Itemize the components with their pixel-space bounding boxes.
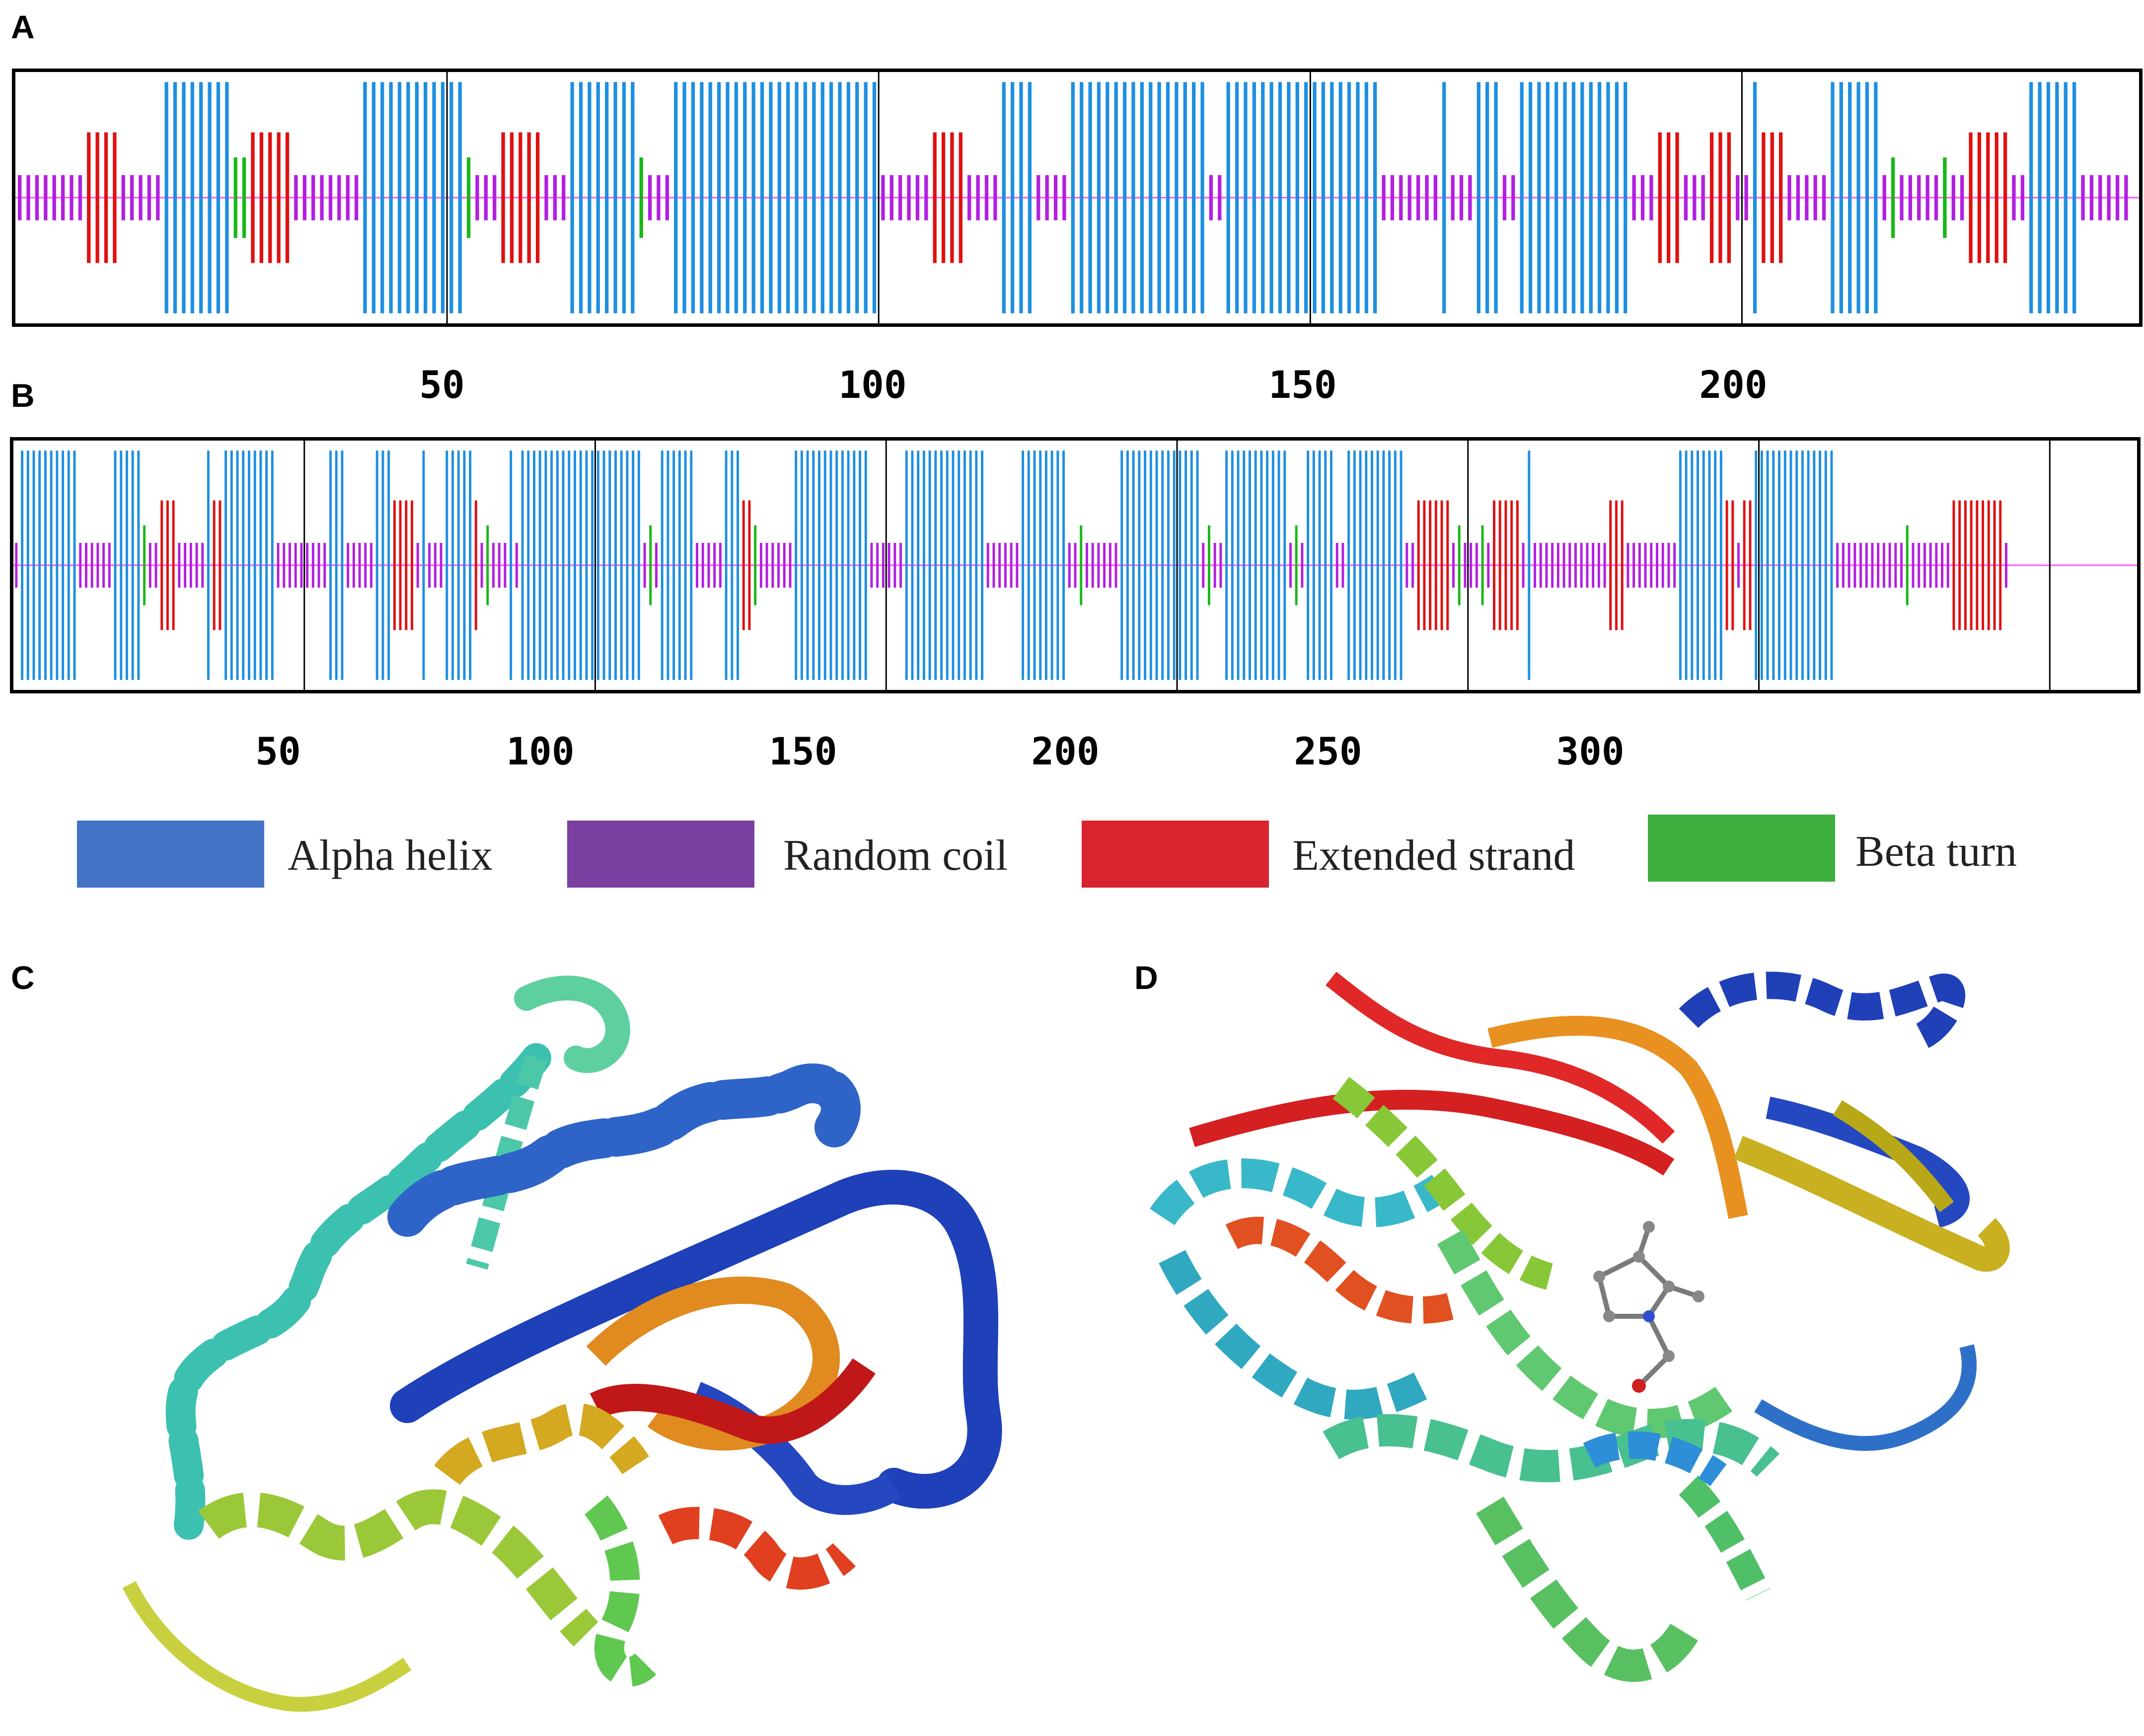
ribbon-coil <box>1754 1344 1977 1451</box>
panel-letter-a: A <box>11 8 35 45</box>
ribbon-strand <box>586 1277 840 1451</box>
ribbon-helix <box>1159 1250 1427 1420</box>
ribbon-helix <box>387 1063 861 1237</box>
legend-swatch-random-coil <box>567 821 754 888</box>
panel-letter-b: B <box>11 377 35 414</box>
panel-letter-d: D <box>1134 959 1158 996</box>
legend-label: Random coil <box>783 831 1008 880</box>
ribbon-strand <box>590 1358 876 1444</box>
ribbon-strand <box>1189 1089 1675 1176</box>
ribbon-strand <box>1326 972 1675 1144</box>
ribbon-coil <box>122 1581 412 1712</box>
legend-label: Beta turn <box>1855 828 2017 876</box>
track-b-tick-label: 250 <box>1294 729 1362 773</box>
ribbon-helix <box>434 1403 650 1486</box>
ligand-ball-and-stick <box>1593 1221 1704 1393</box>
protein-structure-d <box>1150 972 2010 1682</box>
ribbon-strand <box>1487 1016 1748 1219</box>
ribbon-helix <box>1679 1475 1771 1601</box>
ribbon-helix <box>198 1489 599 1647</box>
ribbon-helix <box>1679 972 1966 1052</box>
legend-label: Alpha helix <box>288 831 493 880</box>
ribbon-helix <box>658 1507 856 1590</box>
track-a-tick-label: 200 <box>1699 363 1768 407</box>
track-a-plot <box>15 72 2139 323</box>
ribbon-helix <box>165 1043 551 1540</box>
ribbon-strand <box>1833 1100 1954 1212</box>
legend-swatch-beta-turn <box>1648 815 1835 882</box>
legend-swatch-alpha-helix <box>77 821 264 888</box>
protein-structure-c <box>122 976 1002 1712</box>
track-a-tick-label: 150 <box>1268 363 1337 407</box>
ribbon-helix <box>514 976 630 1073</box>
legend: Alpha helix Random coil Extended strand … <box>0 815 2144 894</box>
track-b-tick-label: 150 <box>769 729 837 773</box>
track-a-tick-label: 100 <box>838 363 907 407</box>
track-b-tick-label: 100 <box>506 729 575 773</box>
ribbon-helix <box>1225 1216 1454 1324</box>
ribbon-helix <box>1150 1158 1449 1227</box>
track-b-plot <box>13 441 2137 690</box>
track-a-tick-label: 50 <box>419 363 465 407</box>
ribbon-strand <box>1733 1135 2010 1272</box>
ribbon-helix <box>584 1495 657 1687</box>
track-b-tick-label: 50 <box>255 729 301 773</box>
panel-letter-c: C <box>11 959 35 996</box>
legend-swatch-extended-strand <box>1082 821 1269 888</box>
ribbon-helix <box>1437 1229 1737 1439</box>
track-b-tick-label: 200 <box>1031 729 1100 773</box>
ribbon-helix <box>1323 1414 1779 1483</box>
track-b-tick-label: 300 <box>1556 729 1625 773</box>
ribbon-strand <box>1766 1096 1970 1228</box>
ribbon-helix <box>1583 1431 1727 1487</box>
ribbon-strand <box>390 1170 1002 1509</box>
ribbon-helix <box>1332 1077 1553 1290</box>
secondary-structure-track-a <box>12 69 2143 327</box>
secondary-structure-track-b <box>10 437 2141 693</box>
legend-label: Extended strand <box>1292 831 1575 880</box>
ribbon-helix <box>1476 1497 1703 1682</box>
